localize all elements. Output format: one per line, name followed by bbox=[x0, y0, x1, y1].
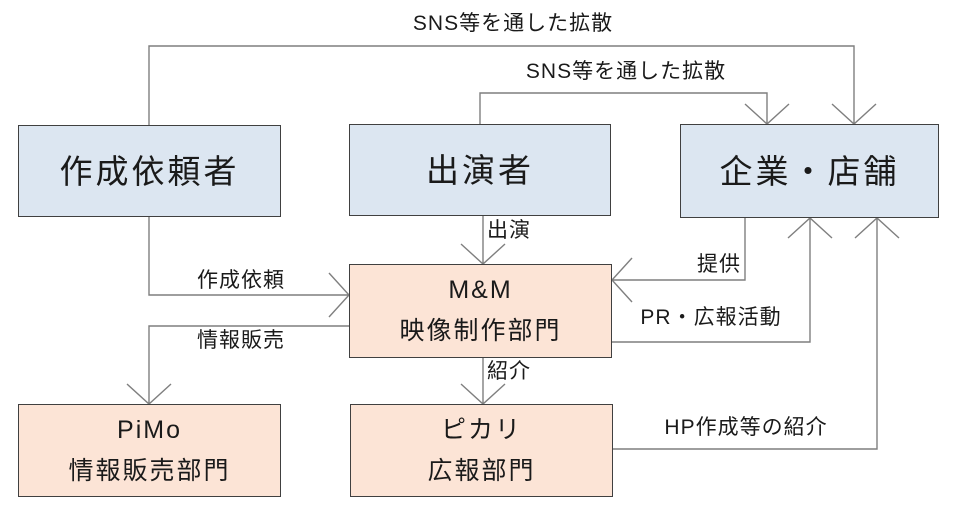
connector-pr-activity bbox=[612, 217, 833, 343]
edge-label-info-sales: 情報販売 bbox=[197, 329, 285, 352]
connector-hp-introduction bbox=[613, 217, 900, 450]
box-pimo: PiMo 情報販売部門 bbox=[18, 404, 281, 497]
edge-label-introduction: 紹介 bbox=[487, 360, 531, 383]
edge-label-hp-introduction: HP作成等の紹介 bbox=[664, 416, 828, 439]
box-company: 企業・店舗 bbox=[680, 124, 939, 218]
edge-label-sns-mid: SNS等を通した拡散 bbox=[525, 60, 727, 83]
box-performer-title: 出演者 bbox=[426, 151, 534, 189]
box-requester: 作成依頼者 bbox=[18, 125, 281, 217]
edge-label-appearance: 出演 bbox=[487, 219, 531, 242]
connector-provide bbox=[611, 218, 746, 303]
connector-sns-mid bbox=[479, 92, 790, 125]
box-requester-title: 作成依頼者 bbox=[59, 152, 240, 190]
box-performer: 出演者 bbox=[349, 124, 611, 216]
box-company-title: 企業・店舗 bbox=[719, 152, 900, 190]
connector-creation-request bbox=[148, 217, 350, 318]
box-pimo-dept: 情報販売部門 bbox=[68, 456, 231, 485]
box-pikari: ピカリ 広報部門 bbox=[350, 404, 613, 497]
edge-label-sns-top: SNS等を通した拡散 bbox=[412, 12, 614, 35]
edge-label-pr-activity: PR・広報活動 bbox=[640, 306, 782, 329]
edge-label-creation-request: 作成依頼 bbox=[197, 269, 285, 292]
box-pikari-dept: 広報部門 bbox=[427, 456, 536, 485]
edge-label-provide: 提供 bbox=[697, 253, 741, 276]
box-mm-name: M&M bbox=[448, 276, 513, 304]
box-pikari-name: ピカリ bbox=[440, 415, 522, 444]
box-pimo-name: PiMo bbox=[117, 415, 182, 444]
box-mm-dept: 映像制作部門 bbox=[399, 317, 562, 345]
box-mm: M&M 映像制作部門 bbox=[349, 264, 612, 358]
